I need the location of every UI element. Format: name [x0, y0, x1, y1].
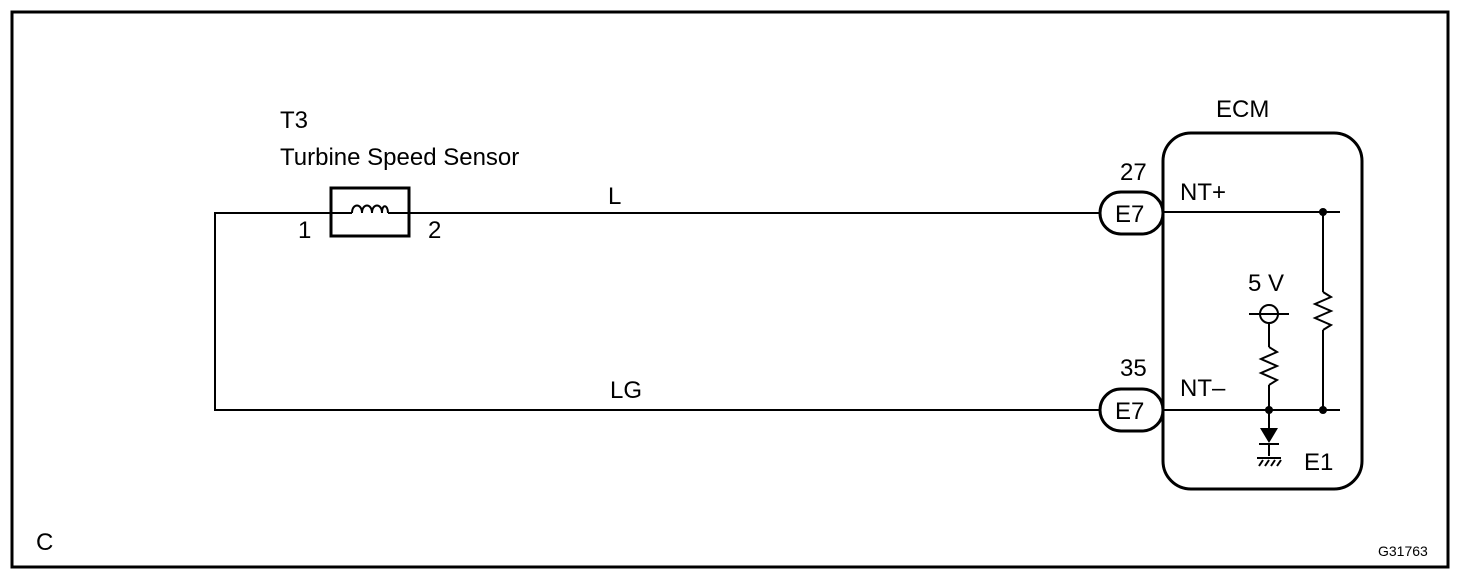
- corner-letter: C: [36, 529, 53, 556]
- sensor-code: T3: [280, 107, 308, 134]
- figure-code: G31763: [1378, 543, 1428, 559]
- connector-e7-lower: E7: [1098, 387, 1165, 433]
- junction-dot: [1319, 208, 1327, 216]
- ground-icon: [1257, 457, 1282, 467]
- sensor-pin-1: 1: [298, 217, 311, 244]
- ground-terminal-e1: E1: [1304, 449, 1333, 476]
- connector-pin-35: 35: [1120, 355, 1147, 382]
- supply-voltage: 5 V: [1248, 270, 1284, 297]
- terminal-nt-minus: NT–: [1180, 375, 1226, 402]
- resistor-icon: [1258, 323, 1280, 410]
- coil-icon: [331, 204, 409, 214]
- ecm-title: ECM: [1216, 96, 1269, 123]
- connector-code-lower: E7: [1115, 398, 1144, 425]
- terminal-nt-plus: NT+: [1180, 179, 1226, 206]
- diagram-frame: [10, 10, 1450, 569]
- sensor-name: Turbine Speed Sensor: [280, 144, 519, 171]
- connector-e7-upper: E7: [1098, 190, 1165, 236]
- sensor-pin-2: 2: [428, 217, 441, 244]
- connector-pin-27: 27: [1120, 159, 1147, 186]
- wire-lg: [214, 212, 1100, 411]
- resistor-icon: [1312, 212, 1334, 410]
- wire-color-lg: LG: [610, 377, 642, 404]
- junction-dot: [1319, 406, 1327, 414]
- turbine-speed-sensor: [329, 186, 411, 238]
- diode-icon: [1259, 410, 1279, 456]
- connector-code-upper: E7: [1115, 201, 1144, 228]
- wire-color-l: L: [608, 183, 621, 210]
